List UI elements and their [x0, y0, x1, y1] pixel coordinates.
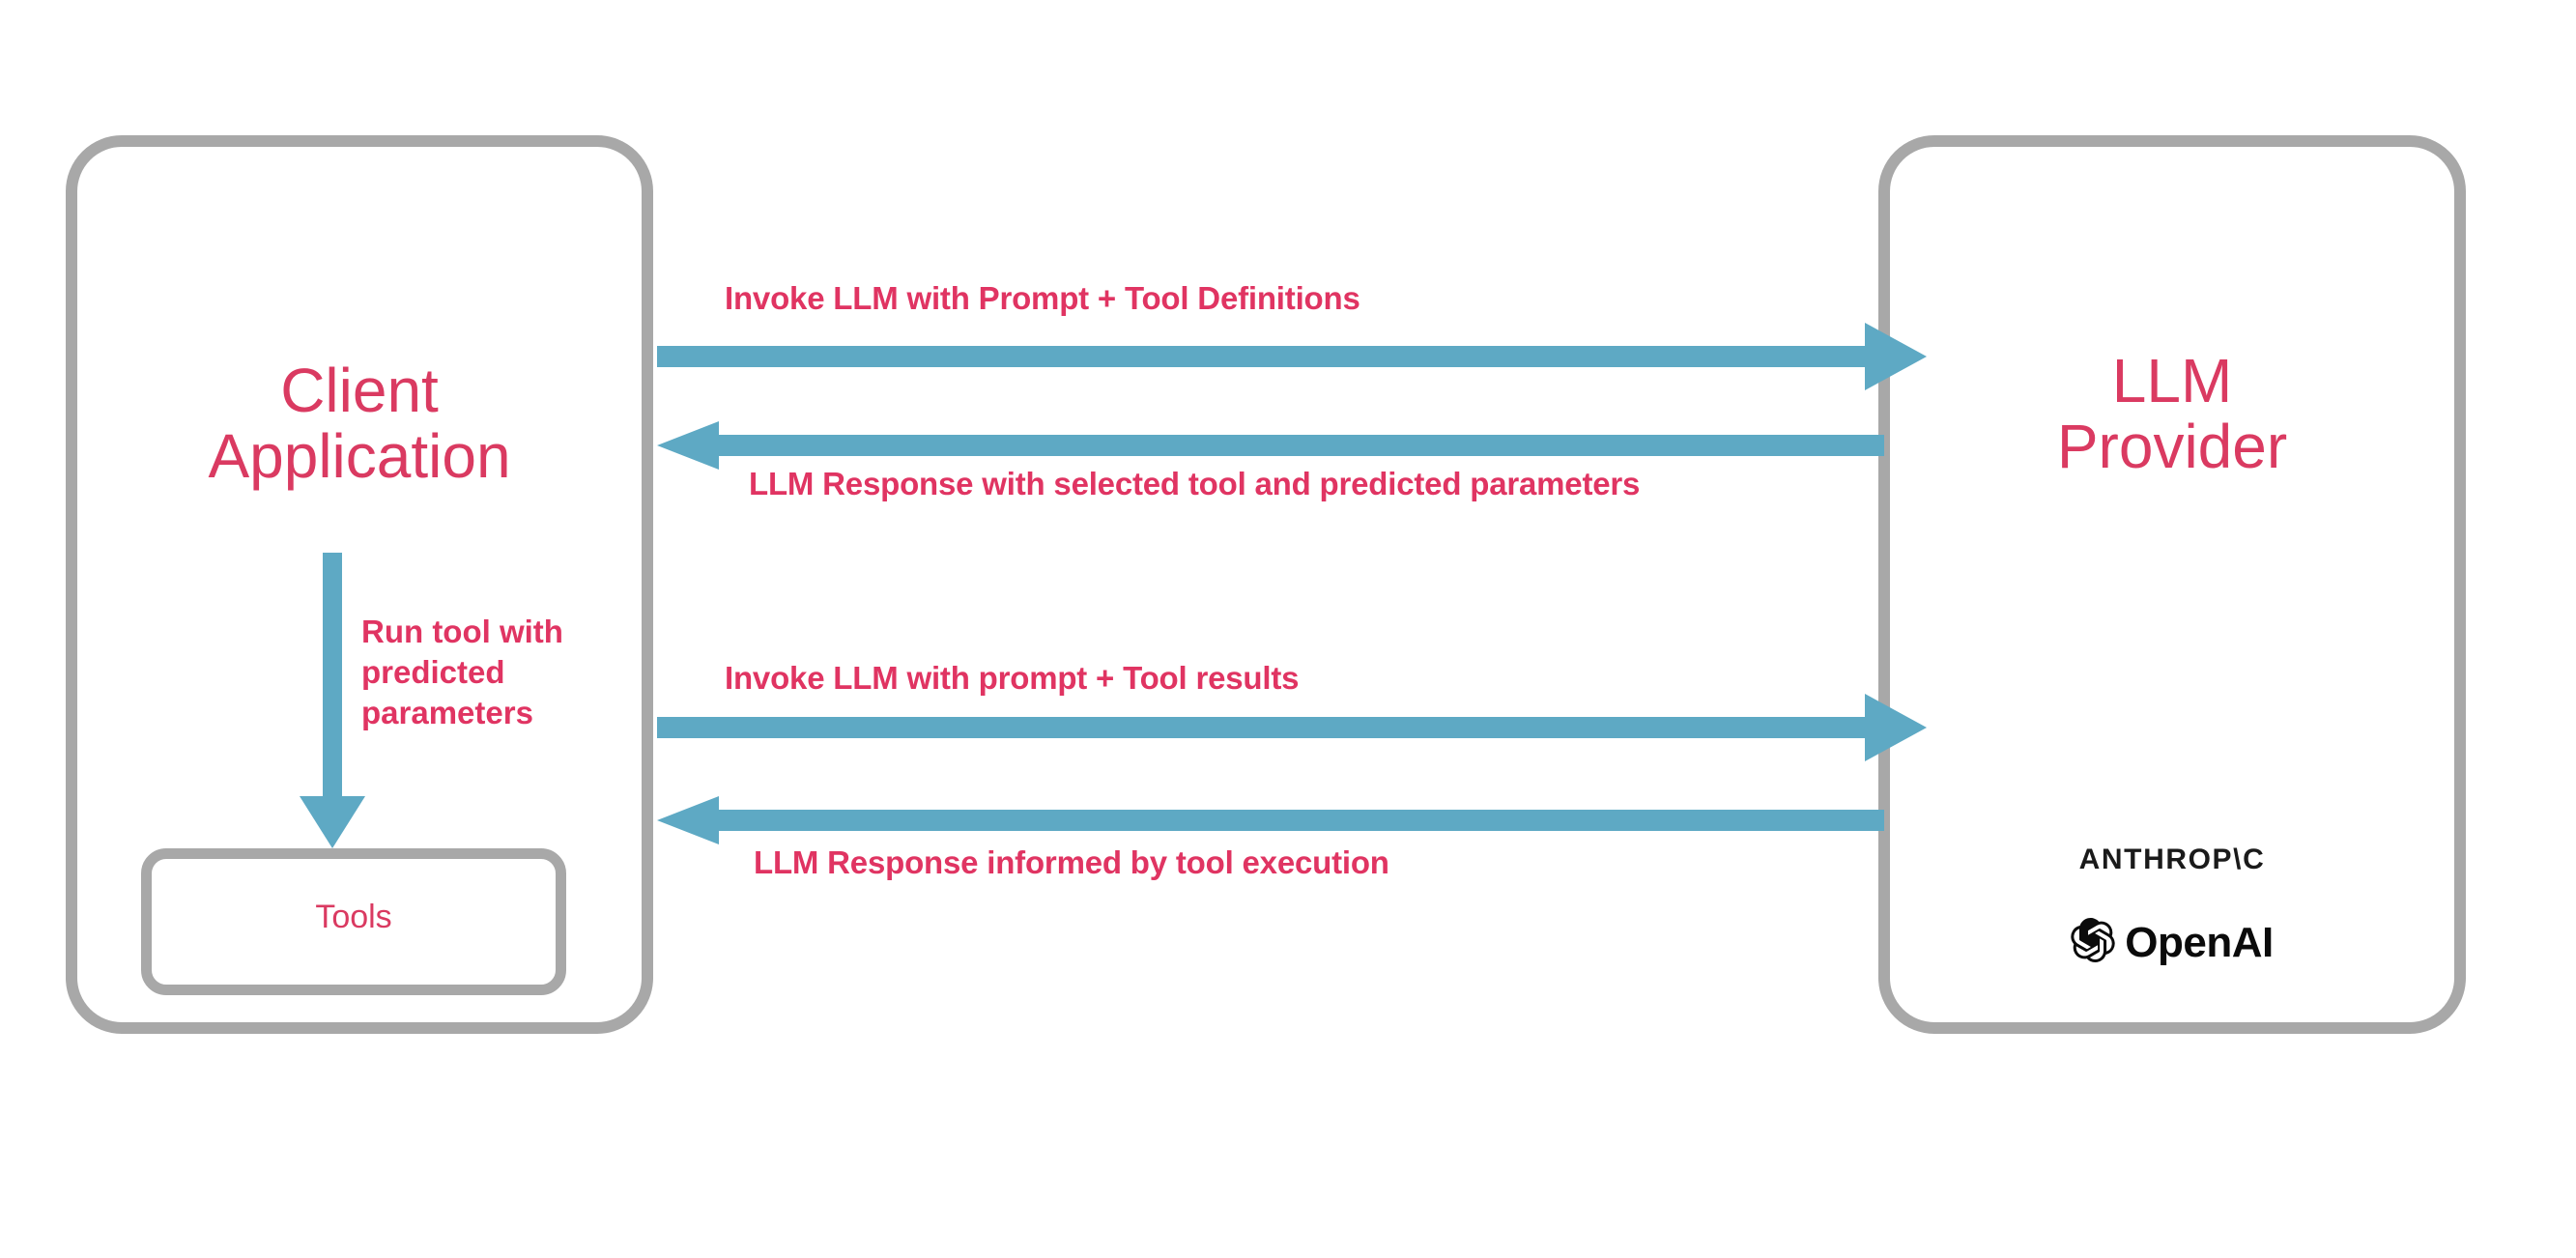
openai-knot-icon: [2071, 918, 2115, 967]
tools-label: Tools: [315, 899, 392, 935]
openai-logo: OpenAI: [1878, 918, 2466, 967]
arrow-label-response-2: LLM Response informed by tool execution: [754, 844, 1389, 880]
arrow-response-2: [657, 796, 1884, 844]
anthropic-logo: ANTHROP\C: [2078, 843, 2266, 875]
openai-wordmark: OpenAI: [2125, 918, 2274, 966]
llm-provider-box: [1878, 135, 2466, 1034]
arrow-invoke-1: [657, 323, 1927, 390]
arrow-label-invoke-2: Invoke LLM with prompt + Tool results: [725, 660, 1300, 696]
arrow-label-run-tool: Run tool with predicted parameters: [361, 614, 563, 731]
arrow-label-response-1: LLM Response with selected tool and pred…: [749, 466, 1641, 501]
arrow-invoke-2: [657, 694, 1927, 761]
llm-provider-title: LLM Provider: [2056, 346, 2288, 482]
arrow-response-1: [657, 421, 1884, 470]
client-application-title: Client Application: [208, 356, 511, 492]
tools-box: [141, 848, 566, 995]
arrow-label-invoke-1: Invoke LLM with Prompt + Tool Definition…: [725, 280, 1360, 316]
